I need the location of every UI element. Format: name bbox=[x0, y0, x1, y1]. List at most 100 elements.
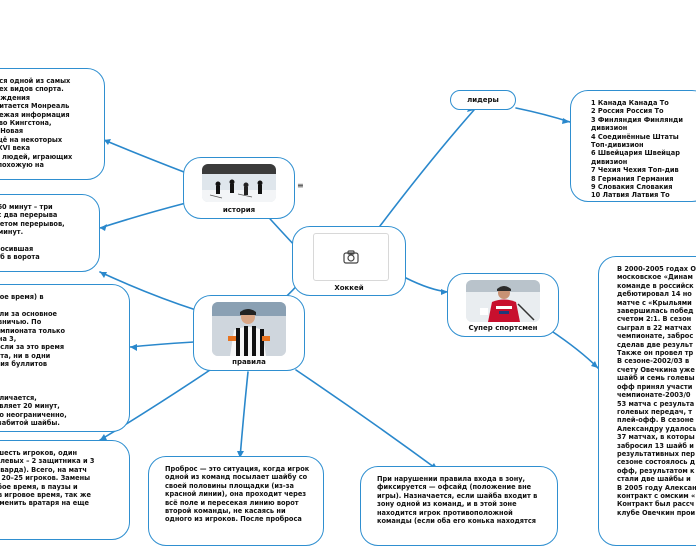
note-line: 9 Словакия Словакия bbox=[591, 183, 673, 192]
duration-note-lines: в 60 минут – триюс два перерываучетом пе… bbox=[0, 203, 89, 262]
note-line bbox=[0, 301, 119, 309]
overtime-note-lines: ьное время) в если за основноеи вничью. … bbox=[0, 293, 119, 428]
arrow-duration bbox=[100, 224, 107, 231]
note-line: офф принял участи bbox=[617, 382, 693, 391]
superstar-node[interactable]: Супер спортсмен bbox=[447, 273, 559, 337]
note-line: сделав две результ bbox=[617, 340, 693, 349]
link-leaders-list bbox=[515, 107, 571, 123]
note-line: 4 Соединённые Штаты bbox=[591, 132, 679, 141]
note-line: дивизион bbox=[591, 157, 628, 166]
note-line: во людей, играющих bbox=[0, 152, 73, 161]
note-line: ерия буллитов bbox=[0, 360, 48, 369]
link-rules-zone bbox=[295, 369, 439, 471]
note-line: дивизион bbox=[591, 124, 628, 133]
rules-label: правила bbox=[232, 358, 266, 366]
leaders-node[interactable]: лидеры bbox=[450, 90, 516, 110]
note-line: всех видов спорта. bbox=[0, 85, 64, 94]
note-line: учетом перерывов, bbox=[0, 219, 65, 228]
superstar-image bbox=[466, 280, 540, 322]
link-history-historytext bbox=[103, 139, 185, 173]
note-line: счету Овечкина уже bbox=[617, 365, 695, 374]
note-line: ьное время) в bbox=[0, 293, 44, 301]
note-line: считается Монреаль bbox=[0, 102, 70, 111]
history-expand-icon[interactable]: ≡ bbox=[297, 181, 304, 190]
duration-note-box: в 60 минут – триюс два перерываучетом пе… bbox=[0, 194, 100, 272]
note-line: счетом 2:1. В сезон bbox=[617, 315, 692, 324]
arrow-players bbox=[100, 434, 107, 440]
note-line: чемпионата только bbox=[0, 326, 66, 335]
note-line: тавляет 20 минут, bbox=[0, 402, 60, 411]
arrow-superstar bbox=[441, 289, 448, 295]
arrow-overtime bbox=[130, 344, 137, 351]
note-line: ется одной из самых bbox=[0, 77, 71, 85]
note-line: о в игровое время, так же bbox=[0, 491, 91, 500]
superstar-label: Супер спортсмен bbox=[468, 324, 538, 332]
root-label: Хоккей bbox=[334, 284, 364, 292]
camera-icon bbox=[343, 250, 359, 264]
arrow-bio bbox=[591, 361, 598, 368]
note-line: игры). Назначается, если шайба входит в bbox=[377, 491, 538, 500]
note-line: 1 Канада Канада То bbox=[591, 99, 669, 107]
link-superstar-bio bbox=[549, 329, 599, 369]
note-line: зону одной из команд, и в этой зоне bbox=[377, 500, 517, 509]
note-line: 37 матчах, в которы bbox=[617, 433, 695, 442]
note-line: в похожую на bbox=[0, 161, 44, 170]
note-line: 0 минут. bbox=[0, 228, 24, 237]
note-line: находится игрок противоположной bbox=[377, 508, 513, 517]
note-line: стали две шайбы и bbox=[617, 475, 691, 484]
arrow-duration-rules bbox=[100, 272, 107, 278]
note-line: своей половины площадки (из-за bbox=[165, 481, 294, 490]
note-line: клубе Овечкин прои bbox=[617, 508, 696, 517]
note-line: московское «Динам bbox=[617, 273, 693, 282]
note-line bbox=[0, 377, 119, 385]
note-line: заменить вратаря на еще bbox=[0, 499, 90, 508]
note-line: сезоне состоялось д bbox=[617, 458, 696, 467]
arrow-leaders-list bbox=[562, 118, 570, 124]
note-line: 2 Россия Россия То bbox=[591, 107, 664, 116]
note-line: чемпионате, заброс bbox=[617, 332, 694, 341]
note-line: всё поле и пересекая линию ворот bbox=[165, 498, 299, 507]
arrow-offside bbox=[237, 451, 244, 458]
note-line: если за основное bbox=[0, 309, 57, 318]
overtime-note-box: ьное время) в если за основноеи вничью. … bbox=[0, 284, 130, 432]
note-line: офф, результатом к bbox=[617, 466, 695, 475]
history-note-lines: ется одной из самыхвсех видов спорта.рож… bbox=[0, 77, 94, 169]
note-line: юбое время, в паузы и bbox=[0, 482, 78, 491]
history-image bbox=[202, 164, 276, 202]
note-line: завершилась побед bbox=[617, 307, 694, 316]
note-line: второй команды, не касаясь ни bbox=[165, 507, 286, 516]
history-label: история bbox=[222, 206, 256, 214]
note-line: Проброс — это ситуация, когда игрок bbox=[165, 465, 310, 473]
note-line: Александру удалось bbox=[617, 424, 696, 433]
root-node[interactable]: Хоккей bbox=[292, 226, 406, 296]
note-line: орварда). Всего, на матч bbox=[0, 465, 87, 474]
note-line: В 2005 году Алексан bbox=[617, 483, 696, 492]
note-line: свежая информация bbox=[0, 110, 70, 119]
note-line bbox=[0, 237, 89, 245]
note-line: в 60 минут – три bbox=[0, 203, 53, 211]
note-line: команды (если оба его конька находятся bbox=[377, 517, 537, 526]
note-line: бросившая bbox=[0, 245, 34, 254]
note-line: Контракт был рассч bbox=[617, 500, 695, 509]
note-line: 53 матча с результа bbox=[617, 399, 695, 408]
note-line: юс два перерыва bbox=[0, 211, 58, 220]
note-line: сыграл в 22 матчах bbox=[617, 323, 692, 332]
rules-image bbox=[212, 302, 286, 356]
note-line: ство Кингстона, bbox=[0, 119, 52, 128]
note-line: полевых – 2 защитника и 3 bbox=[0, 457, 95, 466]
note-line: рождения bbox=[0, 93, 31, 102]
note-line: и забитой шайбы. bbox=[0, 419, 60, 428]
arrow-history bbox=[104, 139, 111, 145]
note-line: плей-офф. В сезоне bbox=[617, 416, 694, 425]
note-line bbox=[0, 369, 119, 377]
note-line: шайб и семь голевы bbox=[617, 374, 695, 383]
history-node[interactable]: история bbox=[183, 157, 295, 219]
rules-node[interactable]: правила bbox=[193, 295, 305, 371]
leaders-label: лидеры bbox=[467, 96, 499, 104]
